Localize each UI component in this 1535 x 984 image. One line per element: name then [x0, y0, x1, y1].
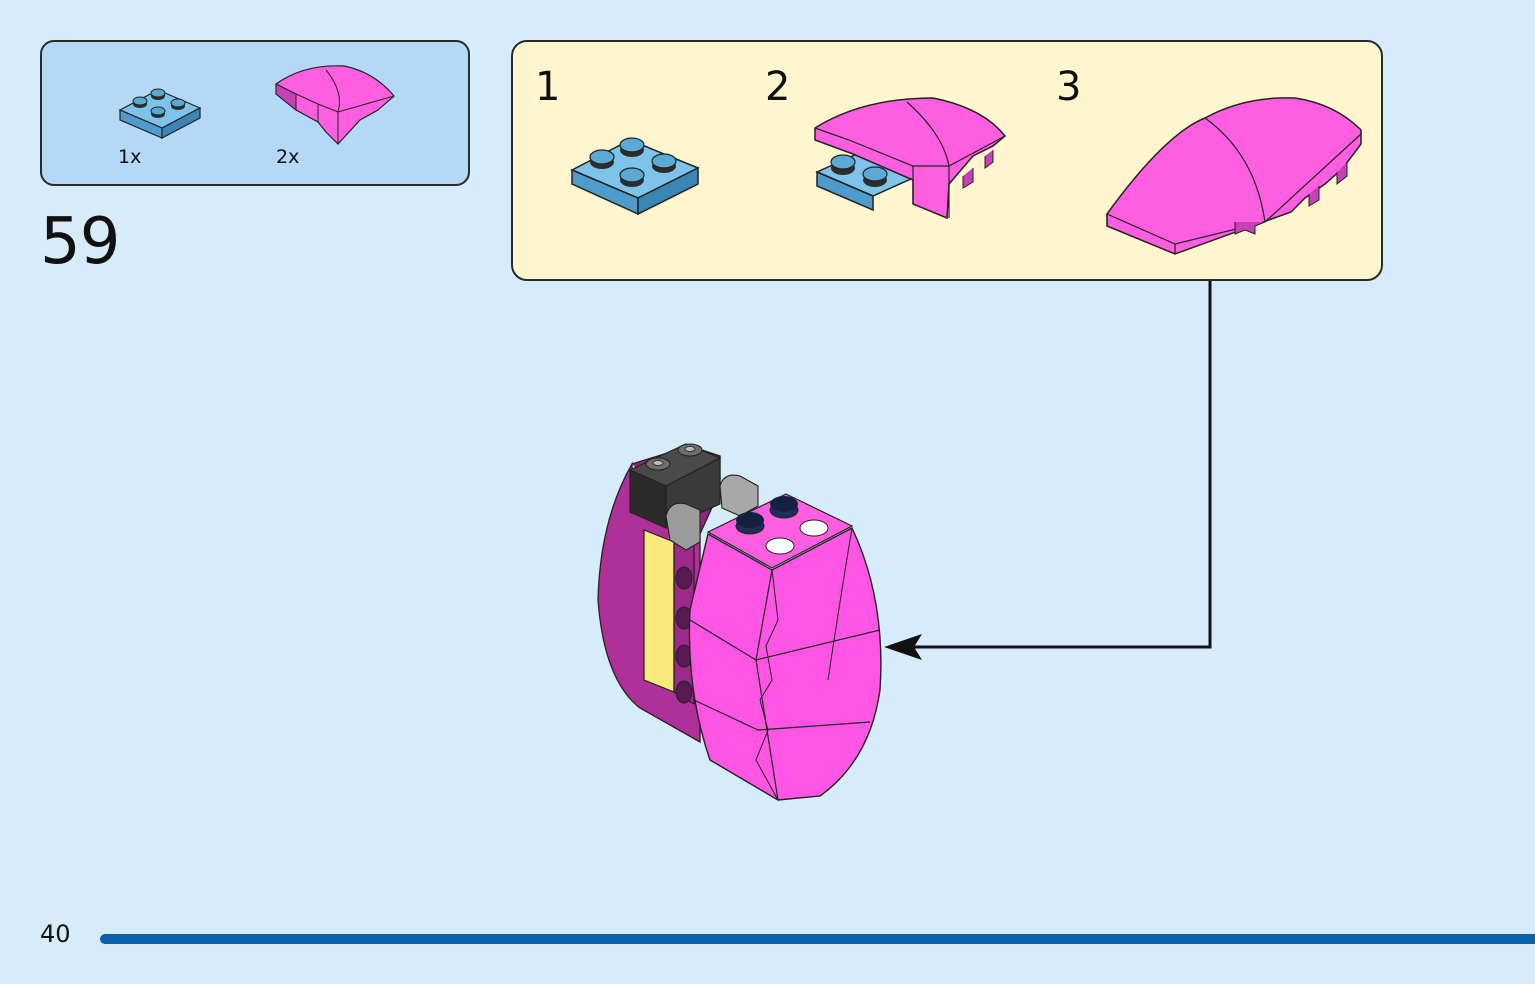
sub-step-1-plate-icon — [570, 137, 700, 216]
page-number: 40 — [40, 920, 71, 948]
part-quantity-slope: 2x — [276, 146, 300, 168]
sub-assembly-callout: 1 2 3 — [511, 40, 1383, 281]
progress-bar-fill — [100, 934, 1535, 944]
sub-step-number-1: 1 — [535, 64, 561, 110]
main-build-model — [597, 443, 882, 801]
sub-step-number-3: 3 — [1056, 64, 1082, 110]
plate-2x2-icon — [118, 88, 202, 139]
sub-step-2-assembly-icon — [814, 97, 1007, 220]
curved-slope-icon — [275, 65, 395, 145]
parts-list-panel: 1x 2x — [40, 40, 470, 186]
progress-bar — [100, 934, 1535, 944]
part-quantity-plate: 1x — [118, 146, 142, 168]
sub-step-3-slope-icon — [1106, 97, 1362, 255]
sub-step-number-2: 2 — [765, 64, 791, 110]
step-number: 59 — [40, 205, 120, 279]
